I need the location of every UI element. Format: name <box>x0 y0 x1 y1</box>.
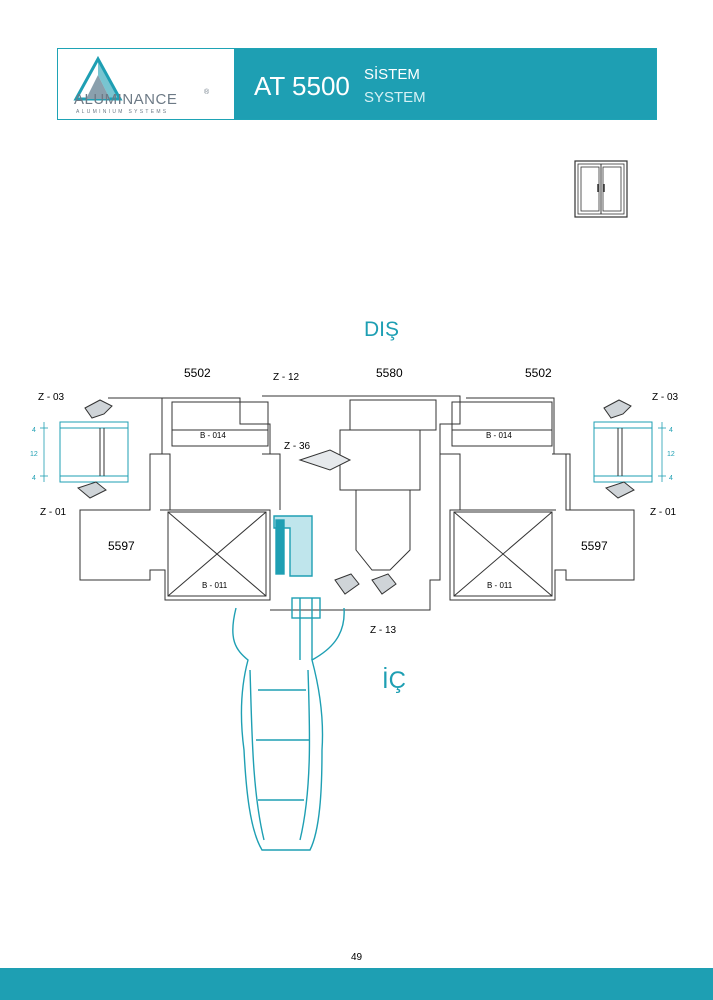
dim-top-left: 4 <box>32 427 36 434</box>
profile-5580: 5580 <box>376 366 403 380</box>
page-number: 49 <box>350 952 363 963</box>
left-glass-unit <box>59 421 129 483</box>
part-z01-right: Z - 01 <box>650 507 677 518</box>
dim-mid-left: 12 <box>30 451 38 458</box>
part-z12: Z - 12 <box>273 372 300 383</box>
header-banner: ALUMINANCE ® ALUMINIUM SYSTEMS AT 5500 S… <box>57 48 657 120</box>
logo-subtext: ALUMINIUM SYSTEMS <box>76 109 169 115</box>
logo-mark-icon <box>73 55 123 101</box>
dim-top-right: 4 <box>669 427 673 434</box>
label-inside: İÇ <box>382 667 406 694</box>
logo: ALUMINANCE ® ALUMINIUM SYSTEMS <box>58 49 234 119</box>
part-z01-left: Z - 01 <box>40 507 67 518</box>
part-b014-left: B - 014 <box>200 431 226 440</box>
system-subtitle-tr: SİSTEM <box>364 66 420 83</box>
title-bar: AT 5500 SİSTEM SYSTEM <box>234 49 656 119</box>
part-z13: Z - 13 <box>370 625 397 636</box>
part-b011-left: B - 011 <box>202 581 228 590</box>
system-title: AT 5500 <box>254 71 350 101</box>
logo-text: ALUMINANCE <box>74 91 178 108</box>
footer-bar <box>0 968 713 1000</box>
dim-bottom-left: 4 <box>32 475 36 482</box>
profile-5502-right: 5502 <box>525 366 552 380</box>
double-window-icon <box>574 160 628 218</box>
part-z03-right: Z - 03 <box>652 392 679 403</box>
system-subtitle-en: SYSTEM <box>364 89 426 106</box>
profile-section-drawing: 5502 5580 5502 5597 5597 Z - 03 Z - 03 Z… <box>30 366 679 851</box>
dim-mid-right: 12 <box>667 451 675 458</box>
right-glass-unit <box>593 421 653 483</box>
label-outside: DIŞ <box>364 318 400 341</box>
part-z36: Z - 36 <box>284 441 311 452</box>
profile-5597-right: 5597 <box>581 539 608 553</box>
dim-bottom-right: 4 <box>669 475 673 482</box>
part-b014-right: B - 014 <box>486 431 512 440</box>
part-b011-right: B - 011 <box>487 581 513 590</box>
logo-registered-mark: ® <box>204 89 210 96</box>
part-z03-left: Z - 03 <box>38 392 65 403</box>
profile-5502-left: 5502 <box>184 366 211 380</box>
profile-5597-left: 5597 <box>108 539 135 553</box>
